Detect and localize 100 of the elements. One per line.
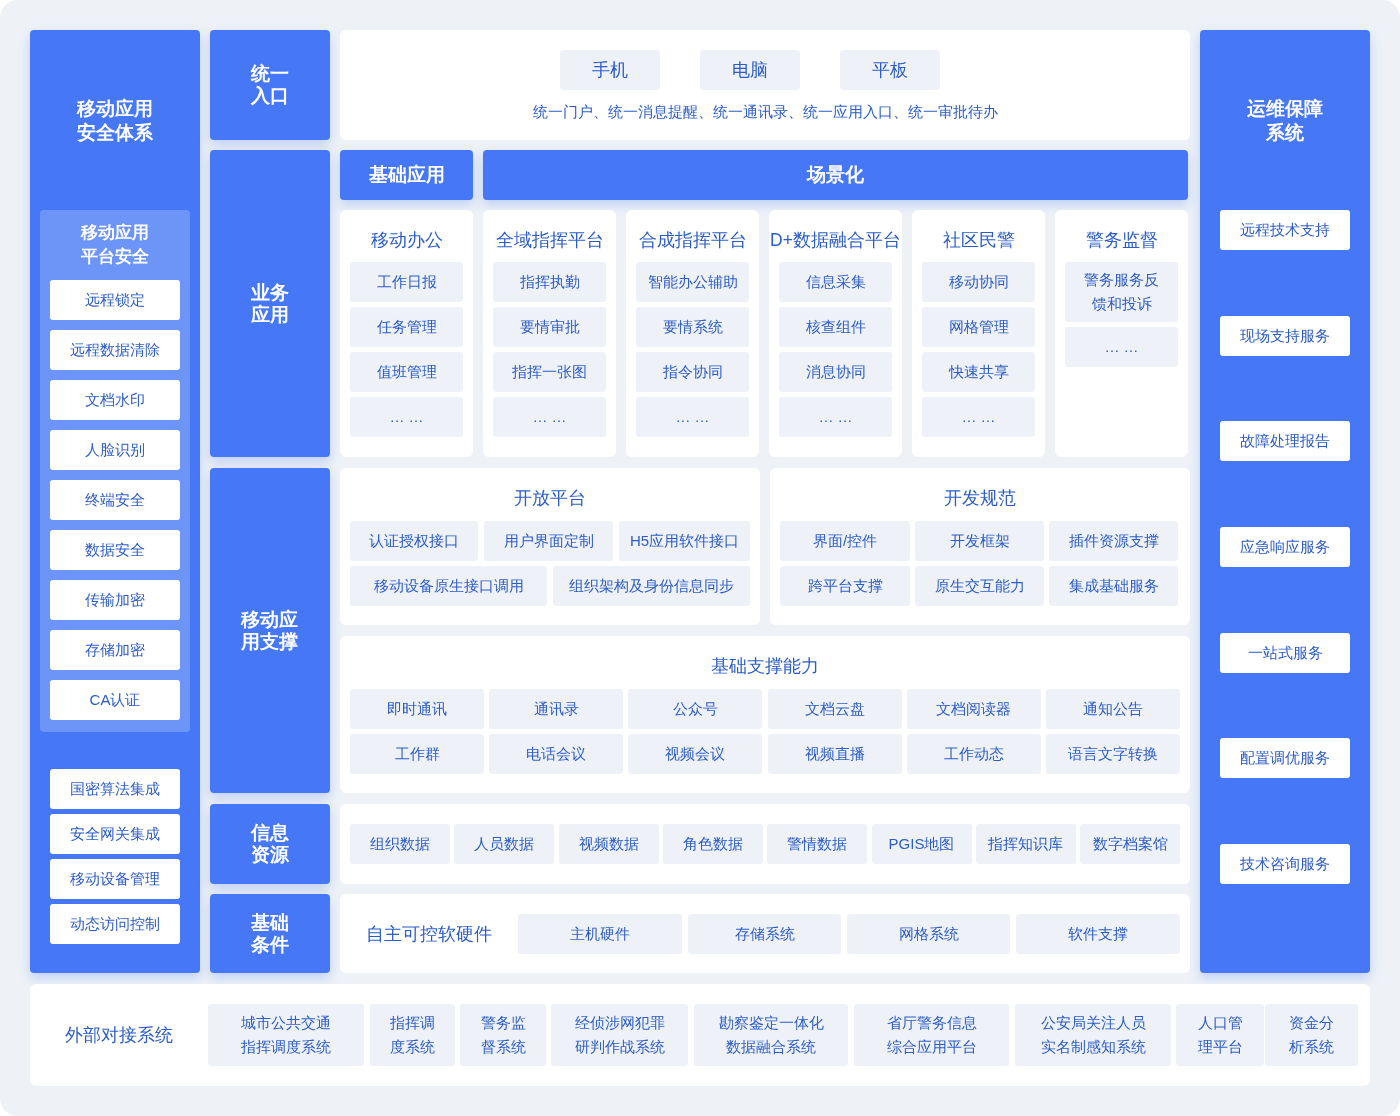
layer-label-block: 信息资源: [210, 804, 330, 884]
layer-label-block: 业务应用: [210, 150, 330, 457]
item-tile: 插件资源支撑: [1049, 521, 1178, 561]
item-tile: 城市公共交通指挥调度系统: [208, 1004, 364, 1066]
item-tile: 技术咨询服务: [1220, 844, 1350, 884]
side-column-panel: [1200, 30, 1370, 973]
item-tile: 文档云盘: [767, 689, 902, 729]
item-tile: … …: [636, 397, 749, 437]
item-tile: 动态访问控制: [50, 904, 180, 944]
panel-heading: 开放平台: [514, 487, 586, 510]
item-tile: 安全网关集成: [50, 814, 180, 854]
item-tile: 主机硬件: [518, 914, 682, 954]
item-tile: 一站式服务: [1220, 632, 1350, 673]
item-tile: 现场支持服务: [1220, 315, 1350, 356]
item-tile: … …: [493, 397, 606, 437]
item-tile: 指挥一张图: [493, 352, 606, 392]
app-column-card: [626, 210, 759, 457]
item-tile: 工作日报: [350, 262, 463, 302]
item-tile: 公众号: [628, 689, 763, 729]
item-tile: 故障处理报告: [1220, 421, 1350, 462]
header-bar: 基础应用: [340, 150, 473, 200]
panel-heading: 开发规范: [944, 487, 1016, 510]
app-column-card: [912, 210, 1045, 457]
column-title: 移动应用安全体系: [76, 97, 154, 145]
layer-label-block: 移动应用支撑: [210, 468, 330, 793]
side-column-panel: [30, 30, 200, 973]
item-tile: 移动设备管理: [50, 859, 180, 899]
item-tile: 移动设备原生接口调用: [350, 566, 547, 606]
device-tile: 平板: [840, 50, 940, 90]
device-tile: 电脑: [700, 50, 800, 90]
column-heading: 合成指挥平台: [638, 229, 747, 252]
item-tile: 指挥执勤: [493, 262, 606, 302]
item-tile: 组织架构及身份信息同步: [553, 566, 750, 606]
column-heading: 社区民警: [942, 229, 1015, 252]
item-tile: 文档阅读器: [906, 689, 1041, 729]
item-tile: PGIS地图: [871, 824, 972, 864]
item-tile: 远程数据清除: [50, 330, 180, 370]
item-tile: 消息协同: [779, 352, 892, 392]
item-tile: 终端安全: [50, 480, 180, 520]
item-tile: … …: [350, 397, 463, 437]
layer-label-block: 统一入口: [210, 30, 330, 140]
item-tile: 经侦涉网犯罪研判作战系统: [551, 1004, 688, 1066]
item-tile: 应急响应服务: [1220, 527, 1350, 567]
item-tile: 远程锁定: [50, 280, 180, 320]
panel-heading: 外部对接系统: [65, 1024, 173, 1047]
item-tile: 指挥调度系统: [370, 1004, 455, 1066]
item-tile: … …: [779, 397, 892, 437]
layer-label-block: 基础条件: [210, 894, 330, 973]
item-tile: 跨平台支撑: [780, 566, 910, 606]
item-tile: 电话会议: [489, 734, 624, 774]
section-panel: [30, 984, 1370, 1086]
item-tile: 视频直播: [767, 734, 902, 774]
item-tile: … …: [1065, 327, 1178, 367]
item-tile: 核查组件: [779, 307, 892, 347]
item-tile: 人员数据: [454, 824, 555, 864]
item-tile: 文档水印: [50, 380, 180, 420]
item-tile: 数据安全: [50, 530, 180, 570]
column-heading: D+数据融合平台: [770, 229, 901, 252]
item-tile: 警务服务反馈和投诉: [1065, 262, 1178, 322]
item-tile: 界面/控件: [780, 521, 910, 561]
item-tile: 组织数据: [350, 824, 450, 864]
item-tile: 认证授权接口: [350, 521, 478, 561]
item-tile: 任务管理: [350, 307, 463, 347]
item-tile: 原生交互能力: [915, 566, 1044, 606]
item-tile: 即时通讯: [350, 689, 484, 729]
item-tile: 用户界面定制: [484, 521, 613, 561]
item-tile: 数字档案馆: [1080, 824, 1181, 864]
item-tile: 要情系统: [636, 307, 749, 347]
column-title: 运维保障系统: [1246, 97, 1324, 145]
item-tile: CA认证: [50, 680, 180, 720]
item-tile: 值班管理: [350, 352, 463, 392]
item-tile: 省厅警务信息综合应用平台: [854, 1004, 1009, 1066]
item-tile: 工作群: [350, 734, 484, 774]
item-tile: 快速共享: [922, 352, 1035, 392]
item-tile: 集成基础服务: [1049, 566, 1178, 606]
app-column-card: [1055, 210, 1188, 457]
app-column-card: [483, 210, 616, 457]
device-tile: 手机: [560, 50, 660, 90]
item-tile: 通知公告: [1046, 689, 1180, 729]
item-tile: 通讯录: [489, 689, 624, 729]
item-tile: 视频会议: [628, 734, 763, 774]
item-tile: 配置调优服务: [1220, 738, 1350, 779]
column-heading: 移动办公: [370, 229, 443, 252]
item-tile: 移动协同: [922, 262, 1035, 302]
item-tile: 警务监督系统: [460, 1004, 546, 1066]
item-tile: 网格管理: [922, 307, 1035, 347]
item-tile: 工作动态: [906, 734, 1041, 774]
item-tile: 视频数据: [558, 824, 659, 864]
column-heading: 全域指挥平台: [495, 229, 604, 252]
item-tile: 要情审批: [493, 307, 606, 347]
item-tile: 指令协同: [636, 352, 749, 392]
item-tile: 角色数据: [662, 824, 763, 864]
group-panel: [40, 210, 190, 732]
item-tile: 软件支撑: [1016, 914, 1180, 954]
panel-heading: 自主可控软硬件: [366, 922, 492, 946]
header-bar: 场景化: [483, 150, 1188, 200]
item-tile: 远程技术支持: [1220, 210, 1350, 250]
item-tile: 勘察鉴定一体化数据融合系统: [694, 1004, 848, 1066]
item-tile: 指挥知识库: [975, 824, 1076, 864]
item-tile: 存储加密: [50, 630, 180, 670]
